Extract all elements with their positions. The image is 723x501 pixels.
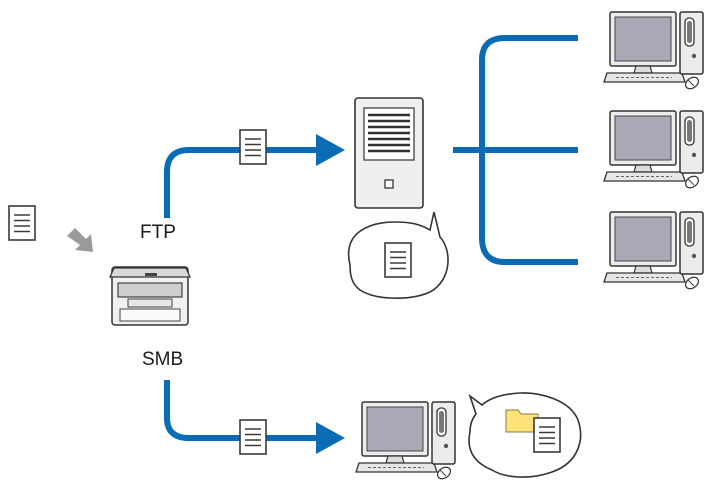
ftp-arrowhead-icon <box>316 134 345 166</box>
server-icon <box>354 97 424 209</box>
network-lines <box>453 35 578 265</box>
network-computer-icon <box>603 11 704 92</box>
ftp-document-icon <box>239 129 267 165</box>
computer-speech-bubble-icon <box>468 392 582 478</box>
smb-connector-line <box>164 380 318 441</box>
source-document-icon <box>8 205 36 241</box>
smb-label: SMB <box>142 349 184 370</box>
smb-document-icon <box>239 419 267 455</box>
smb-arrowhead-icon <box>316 422 345 454</box>
server-speech-bubble-icon <box>347 211 449 299</box>
scan-arrow-icon <box>67 228 93 252</box>
ftp-label: FTP <box>140 222 176 243</box>
ftp-connector-line <box>164 147 318 218</box>
network-computer-icon <box>603 110 704 191</box>
printer-icon <box>108 266 192 326</box>
network-computer-icon <box>603 211 704 292</box>
shared-document-icon <box>533 417 561 453</box>
smb-computer-icon <box>355 401 456 482</box>
folder-icon <box>505 409 539 433</box>
